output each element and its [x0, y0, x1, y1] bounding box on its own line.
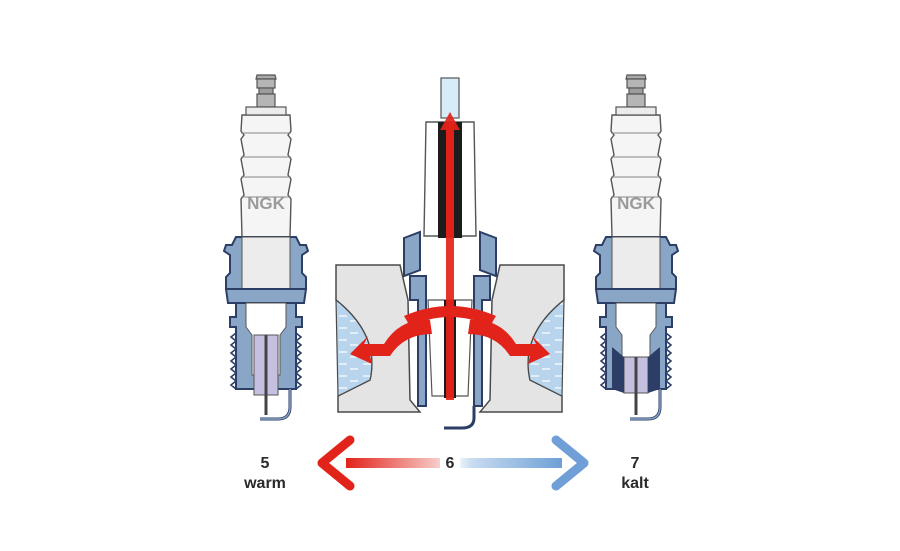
center-number: 6 — [445, 455, 455, 472]
cold-number: 7 — [630, 455, 640, 472]
warm-text: warm — [244, 475, 286, 492]
center-label: 6 — [440, 454, 460, 474]
spark-plug-cold: NGK — [592, 73, 680, 421]
spark-plug-warm: NGK — [222, 73, 310, 421]
warm-number: 5 — [260, 455, 270, 472]
warm-label: 5 warm — [230, 454, 300, 494]
cold-text: kalt — [621, 475, 649, 492]
brand-logo-right: NGK — [617, 194, 656, 213]
shell-inner-step — [648, 347, 660, 393]
heat-flow-arrows — [350, 112, 550, 400]
cold-label: 7 kalt — [600, 454, 670, 494]
brand-logo-left: NGK — [247, 194, 286, 213]
